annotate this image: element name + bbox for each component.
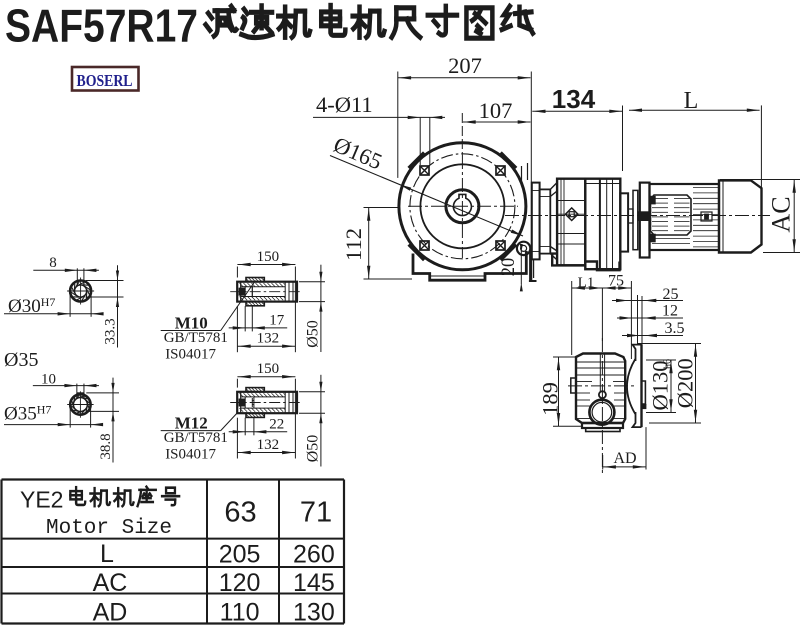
svg-text:132: 132	[257, 331, 280, 347]
svg-text:25: 25	[663, 286, 679, 303]
svg-text:150: 150	[257, 249, 280, 265]
svg-text:h6: h6	[663, 359, 674, 369]
svg-text:207: 207	[448, 53, 482, 78]
svg-text:AD: AD	[613, 450, 636, 467]
svg-text:110: 110	[220, 598, 260, 626]
svg-text:22: 22	[269, 416, 284, 432]
svg-text:205: 205	[219, 541, 261, 569]
svg-text:189: 189	[538, 382, 563, 416]
svg-text:150: 150	[257, 361, 280, 377]
svg-text:63: 63	[224, 497, 256, 529]
svg-text:Ø130: Ø130	[648, 361, 673, 411]
svg-text:Ø200: Ø200	[673, 358, 698, 408]
svg-text:112: 112	[341, 228, 366, 261]
svg-text:BOSERL: BOSERL	[77, 71, 133, 90]
svg-text:10: 10	[41, 372, 56, 388]
svg-text:AD: AD	[93, 598, 128, 626]
svg-text:12: 12	[662, 303, 678, 320]
svg-text:AC: AC	[767, 196, 796, 232]
svg-text:SAF57R17: SAF57R17	[5, 0, 198, 52]
svg-text:130: 130	[293, 598, 335, 626]
svg-text:4-Ø11: 4-Ø11	[316, 92, 373, 117]
svg-text:GB/T5781: GB/T5781	[164, 430, 228, 446]
svg-text:260: 260	[293, 541, 335, 569]
svg-text:20: 20	[499, 258, 519, 277]
svg-text:Motor Size: Motor Size	[46, 517, 172, 540]
svg-text:Ø50: Ø50	[305, 320, 322, 348]
svg-text:107: 107	[479, 98, 513, 123]
svg-text:AC: AC	[93, 569, 128, 597]
svg-text:IS04017: IS04017	[165, 447, 216, 463]
svg-text:Ø35: Ø35	[4, 349, 38, 371]
svg-text:38.8: 38.8	[98, 433, 114, 459]
svg-text:120: 120	[219, 569, 261, 597]
svg-text:M10: M10	[175, 314, 208, 333]
svg-text:L: L	[100, 540, 114, 568]
svg-text:IS04017: IS04017	[165, 347, 216, 363]
svg-text:L1: L1	[578, 275, 595, 291]
svg-text:71: 71	[300, 497, 332, 529]
svg-text:132: 132	[257, 437, 280, 453]
svg-text:33.3: 33.3	[103, 318, 119, 344]
svg-text:75: 75	[608, 273, 624, 290]
svg-text:17: 17	[269, 312, 285, 328]
svg-text:M12: M12	[175, 414, 208, 433]
svg-text:GB/T5781: GB/T5781	[164, 330, 228, 346]
svg-text:YE2: YE2	[20, 487, 63, 513]
svg-text:8: 8	[49, 255, 57, 271]
svg-text:145: 145	[293, 569, 335, 597]
svg-text:L: L	[684, 88, 699, 114]
svg-text:134: 134	[552, 84, 596, 114]
svg-text:3.5: 3.5	[665, 320, 685, 337]
svg-text:Ø50: Ø50	[305, 435, 322, 463]
